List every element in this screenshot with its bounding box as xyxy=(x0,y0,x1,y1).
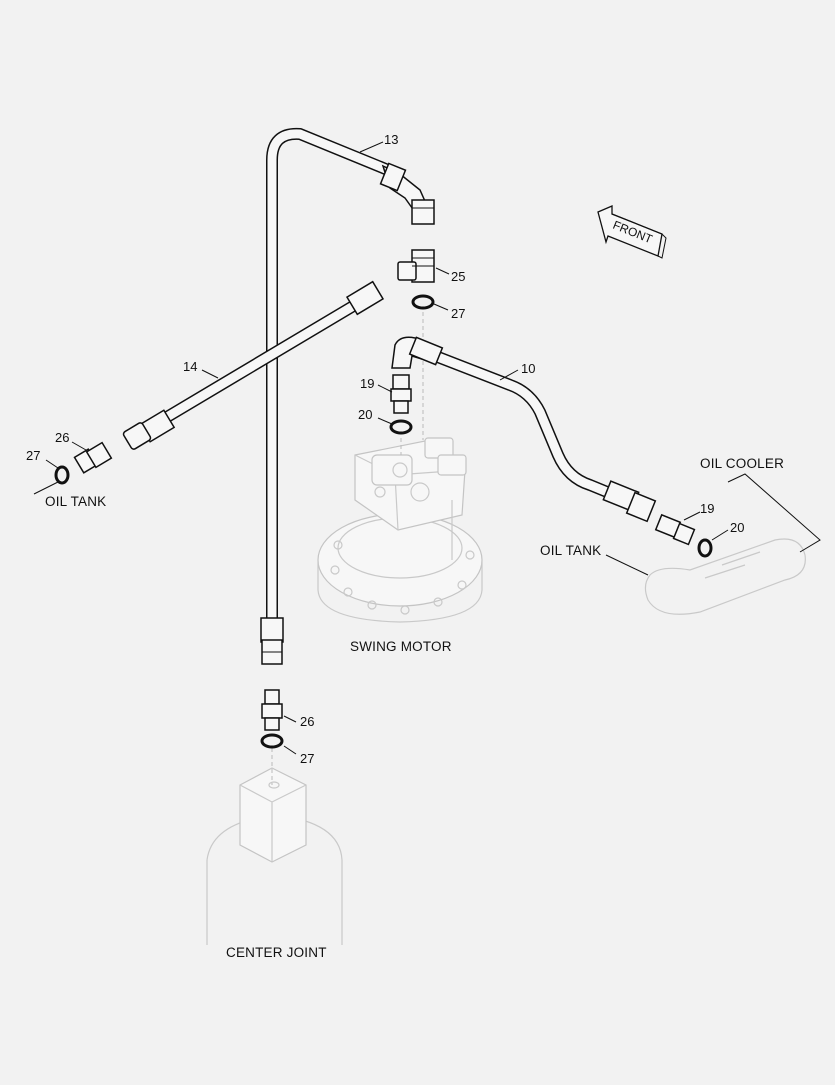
callout-14: 14 xyxy=(183,359,197,374)
callout-19-mid: 19 xyxy=(360,376,374,391)
callout-27-left: 27 xyxy=(26,448,40,463)
adapter-26-left xyxy=(73,441,113,474)
oil-cooler-ghost xyxy=(644,538,806,615)
swing-motor-ghost xyxy=(317,437,483,623)
adapter-19-mid xyxy=(390,374,412,414)
callout-27-top: 27 xyxy=(451,306,465,321)
callout-27-bottom: 27 xyxy=(300,751,314,766)
o-rings xyxy=(54,294,713,749)
hose-10 xyxy=(391,336,657,523)
callout-10: 10 xyxy=(521,361,535,376)
callout-13: 13 xyxy=(384,132,398,147)
hose-14 xyxy=(122,280,385,450)
component-labels: OIL TANK OIL COOLER OIL TANK SWING MOTOR… xyxy=(45,456,784,960)
callout-20-mid: 20 xyxy=(358,407,372,422)
label-swing-motor: SWING MOTOR xyxy=(350,639,452,654)
assembly-center-lines xyxy=(271,312,424,785)
label-oil-tank-right: OIL TANK xyxy=(540,543,601,558)
leader-lines xyxy=(33,141,821,755)
hose-13 xyxy=(260,127,435,665)
adapter-26-bottom xyxy=(261,689,283,731)
label-oil-cooler: OIL COOLER xyxy=(700,456,784,471)
callout-26-bottom: 26 xyxy=(300,714,314,729)
label-oil-tank-left: OIL TANK xyxy=(45,494,106,509)
callouts: 13 25 27 14 10 19 20 26 27 19 20 26 27 xyxy=(26,132,744,766)
callout-19-right: 19 xyxy=(700,501,714,516)
callout-20-right: 20 xyxy=(730,520,744,535)
label-center-joint: CENTER JOINT xyxy=(226,945,327,960)
callout-25: 25 xyxy=(451,269,465,284)
front-arrow: FRONT xyxy=(597,205,667,259)
tee-fitting-25 xyxy=(397,249,435,283)
callout-26-left: 26 xyxy=(55,430,69,445)
center-joint-ghost xyxy=(206,767,343,945)
adapter-19-right xyxy=(654,513,696,546)
